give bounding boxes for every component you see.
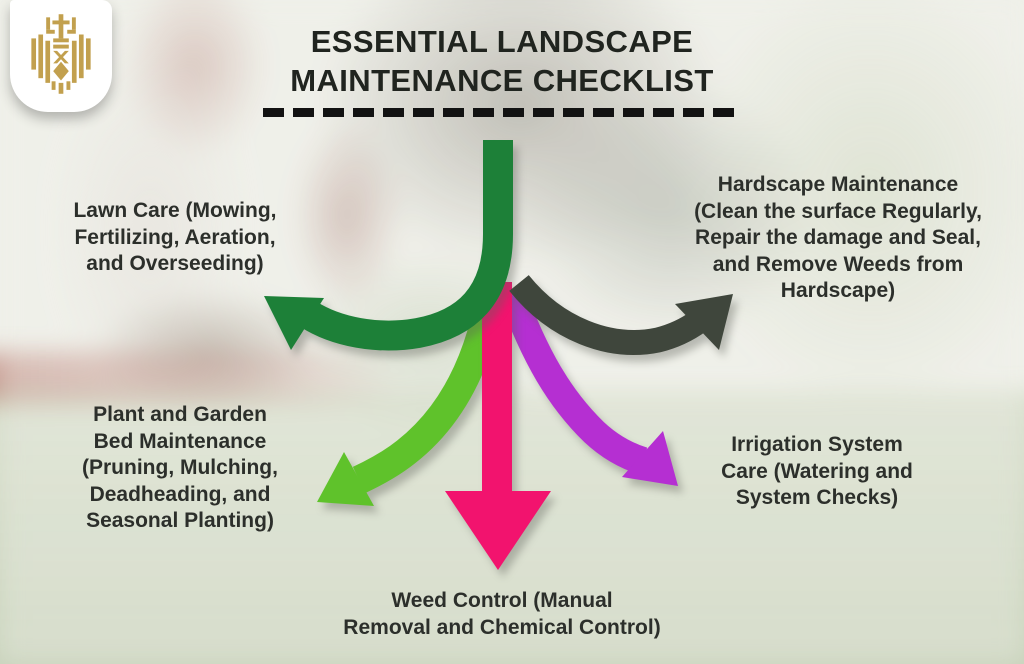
lion-crest-icon bbox=[31, 14, 91, 94]
title-line-1: ESSENTIAL LANDSCAPE bbox=[310, 24, 694, 59]
arrow-lawn-care bbox=[264, 140, 513, 351]
label-irrigation-system-care: Irrigation System Care (Watering and Sys… bbox=[721, 433, 913, 509]
arrow-weed-control bbox=[445, 282, 551, 570]
label-weed-control: Weed Control (Manual Removal and Chemica… bbox=[343, 589, 661, 639]
title-block: ESSENTIAL LANDSCAPE MAINTENANCE CHECKLIST bbox=[232, 22, 772, 117]
label-hardscape-maintenance: Hardscape Maintenance (Clean the surface… bbox=[694, 173, 982, 302]
label-lawn-care: Lawn Care (Mowing, Fertilizing, Aeration… bbox=[73, 199, 277, 275]
arrow-irrigation bbox=[497, 286, 678, 486]
label-plant-garden-bed: Plant and Garden Bed Maintenance (Prunin… bbox=[82, 403, 278, 532]
page-title: ESSENTIAL LANDSCAPE MAINTENANCE CHECKLIST bbox=[232, 22, 772, 100]
logo-card bbox=[10, 0, 112, 112]
title-underline-dashes bbox=[263, 108, 741, 117]
title-line-2: MAINTENANCE CHECKLIST bbox=[290, 63, 714, 98]
arrow-hardscape bbox=[509, 274, 733, 355]
arrow-plant-garden bbox=[317, 290, 506, 506]
